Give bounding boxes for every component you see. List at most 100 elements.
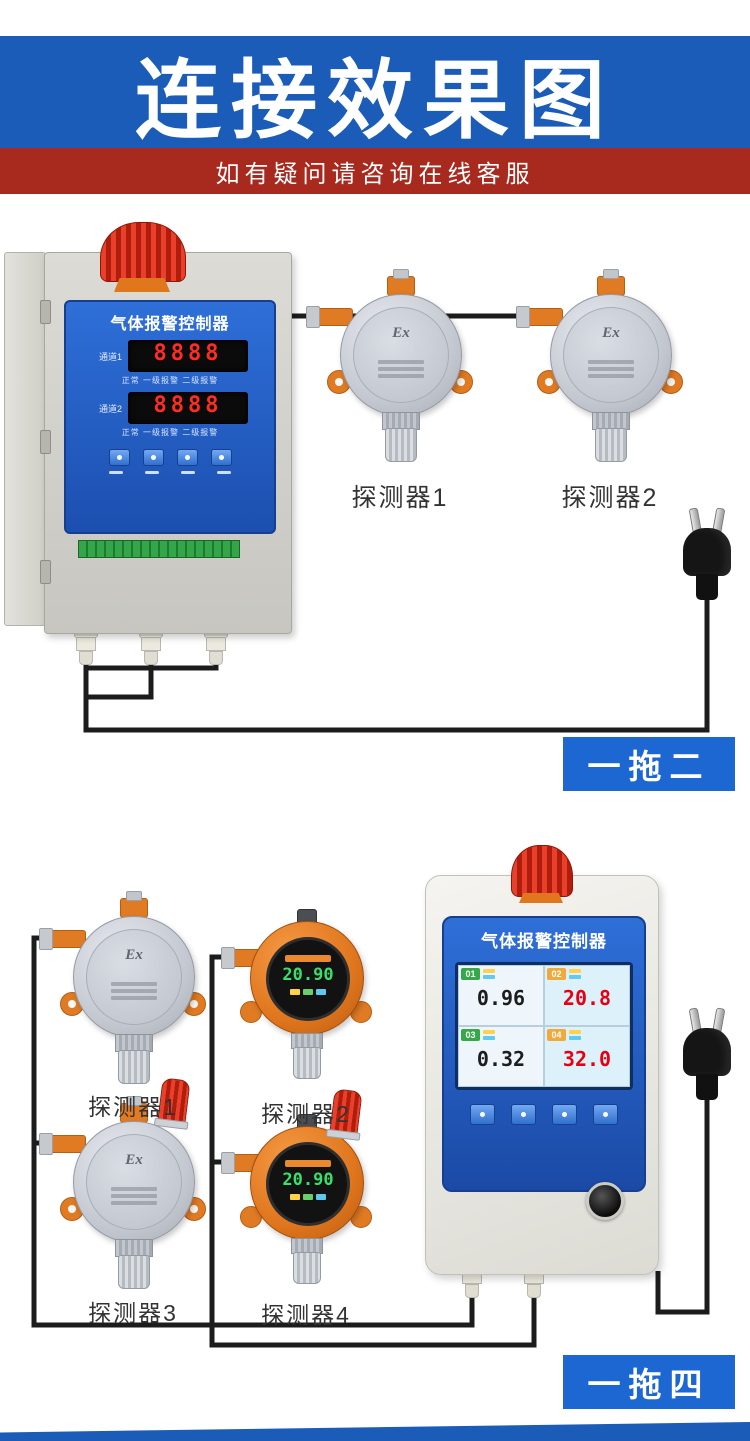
top-plug-icon bbox=[120, 891, 148, 918]
panel-button-icon bbox=[593, 1104, 618, 1125]
controller-title: 气体报警控制器 bbox=[110, 316, 230, 333]
top-plug-icon bbox=[387, 269, 415, 296]
cable-entry-icon bbox=[516, 306, 563, 328]
controller-front-panel: 气体报警控制器 通道1 8888 正常 一级报警 二级报警 通道2 8888 正… bbox=[64, 300, 276, 534]
detector-3-label: 探测器3 bbox=[88, 1300, 178, 1326]
channel-2-label: 通道2 bbox=[98, 403, 122, 414]
threshold-bars-icon bbox=[569, 1030, 581, 1040]
led-display-2-value: 8888 bbox=[153, 393, 223, 418]
detector-body: 20.90 bbox=[250, 921, 364, 1035]
detector-4-label: 探测器4 bbox=[261, 1302, 351, 1328]
plug-body bbox=[683, 1028, 731, 1076]
channel-value: 32.0 bbox=[562, 1047, 612, 1071]
channel-value: 0.32 bbox=[476, 1047, 526, 1071]
wire-path bbox=[31, 935, 475, 1328]
detector-1-label: 探测器1 bbox=[88, 1094, 178, 1120]
detector-body: Ex bbox=[340, 294, 462, 416]
detector-body: Ex bbox=[550, 294, 672, 416]
alarm-beacon-icon bbox=[511, 845, 573, 897]
lcd-value: 20.90 bbox=[282, 1170, 334, 1190]
controller-enclosure: 气体报警控制器 01 0.96 02 20.8 bbox=[425, 875, 659, 1275]
lcd-header-bar bbox=[285, 1160, 331, 1167]
hinge-icon bbox=[40, 430, 51, 454]
subheader-band: 如有疑问请咨询在线客服 bbox=[0, 148, 750, 194]
threshold-bars-icon bbox=[569, 969, 581, 979]
ex-marking: Ex bbox=[602, 325, 620, 341]
panel-buttons bbox=[66, 449, 274, 466]
detector-body: Ex bbox=[73, 1121, 195, 1243]
sensor-head-icon bbox=[293, 1252, 321, 1284]
panel-button-icon bbox=[142, 449, 164, 466]
lcd-channel-cell: 02 20.8 bbox=[544, 965, 630, 1026]
detector-face bbox=[353, 307, 449, 403]
button-captions bbox=[66, 471, 274, 474]
detector-body: Ex bbox=[73, 916, 195, 1038]
channel-value: 0.96 bbox=[476, 986, 526, 1010]
panel-buttons bbox=[444, 1104, 644, 1125]
panel-button-icon bbox=[108, 449, 130, 466]
detector-1-label: 探测器1 bbox=[351, 484, 449, 512]
detector-lcd: 20.90 bbox=[266, 937, 350, 1021]
panel-button-icon bbox=[552, 1104, 577, 1125]
gas-detector-2: 20.90 bbox=[221, 905, 372, 1095]
channel-chip: 04 bbox=[547, 1029, 566, 1041]
cable-entry-icon bbox=[39, 928, 86, 950]
badge-one-to-two: 一拖二 bbox=[563, 737, 735, 791]
detector-2-label: 探测器2 bbox=[561, 484, 659, 512]
hinge-icon bbox=[40, 300, 51, 324]
channel-chip: 03 bbox=[461, 1029, 480, 1041]
header-band: 连接效果图 bbox=[0, 36, 750, 149]
led-display-1: 8888 bbox=[128, 340, 248, 372]
detector-lcd: 20.90 bbox=[266, 1142, 350, 1226]
lcd-indicator-chips bbox=[269, 989, 347, 995]
page-title: 连接效果图 bbox=[135, 52, 615, 149]
wire-path bbox=[83, 596, 710, 733]
channel-chip: 01 bbox=[461, 968, 480, 980]
top-plug-icon bbox=[597, 269, 625, 296]
controller-title: 气体报警控制器 bbox=[481, 932, 607, 951]
lcd-channel-cell: 03 0.32 bbox=[458, 1026, 544, 1087]
panel-button-icon bbox=[176, 449, 198, 466]
nameplate bbox=[378, 357, 424, 381]
channel-value: 20.8 bbox=[562, 986, 612, 1010]
lcd-value: 20.90 bbox=[282, 965, 334, 985]
cable-entry-icon bbox=[39, 1133, 86, 1155]
nameplate bbox=[111, 979, 157, 1003]
panel-button-icon bbox=[470, 1104, 495, 1125]
badge-one-to-four: 一拖四 bbox=[563, 1355, 735, 1409]
sensor-head-icon bbox=[118, 1255, 150, 1289]
status-labels-1: 正常 一级报警 二级报警 bbox=[121, 376, 219, 385]
panel-button-icon bbox=[210, 449, 232, 466]
wire-path bbox=[655, 1093, 710, 1315]
gas-detector-3: Ex bbox=[39, 1077, 208, 1291]
led-display-2: 8888 bbox=[128, 392, 248, 424]
nameplate bbox=[111, 1184, 157, 1208]
detector-body: 20.90 bbox=[250, 1126, 364, 1240]
detector-2-label: 探测器2 bbox=[261, 1101, 351, 1127]
lcd-channel-cell: 04 32.0 bbox=[544, 1026, 630, 1087]
ex-marking: Ex bbox=[392, 325, 410, 341]
terminal-strip bbox=[78, 540, 240, 558]
hinge-icon bbox=[40, 560, 51, 584]
beacon-base-icon bbox=[519, 893, 563, 903]
status-labels-2: 正常 一级报警 二级报警 bbox=[121, 428, 219, 437]
door-lock-icon bbox=[586, 1182, 624, 1220]
threshold-bars-icon bbox=[483, 1030, 495, 1040]
wire-path bbox=[209, 954, 537, 1348]
threshold-bars-icon bbox=[483, 969, 495, 979]
channel-1-label: 通道1 bbox=[98, 351, 122, 362]
led-display-1-value: 8888 bbox=[153, 341, 223, 366]
beacon-base-icon bbox=[114, 278, 170, 292]
cable-entry-icon bbox=[306, 306, 353, 328]
sensor-head-icon bbox=[118, 1050, 150, 1084]
lcd-header-bar bbox=[285, 955, 331, 962]
plug-body bbox=[683, 528, 731, 576]
sensor-head-icon bbox=[385, 428, 417, 462]
gas-detector-4: 20.90 bbox=[221, 1088, 372, 1300]
detector-face bbox=[86, 929, 182, 1025]
ex-marking: Ex bbox=[125, 947, 143, 963]
controller-front-panel: 气体报警控制器 01 0.96 02 20.8 bbox=[442, 916, 646, 1192]
channel-1-row: 通道1 8888 bbox=[66, 340, 274, 372]
gas-detector-2: Ex bbox=[516, 268, 685, 464]
